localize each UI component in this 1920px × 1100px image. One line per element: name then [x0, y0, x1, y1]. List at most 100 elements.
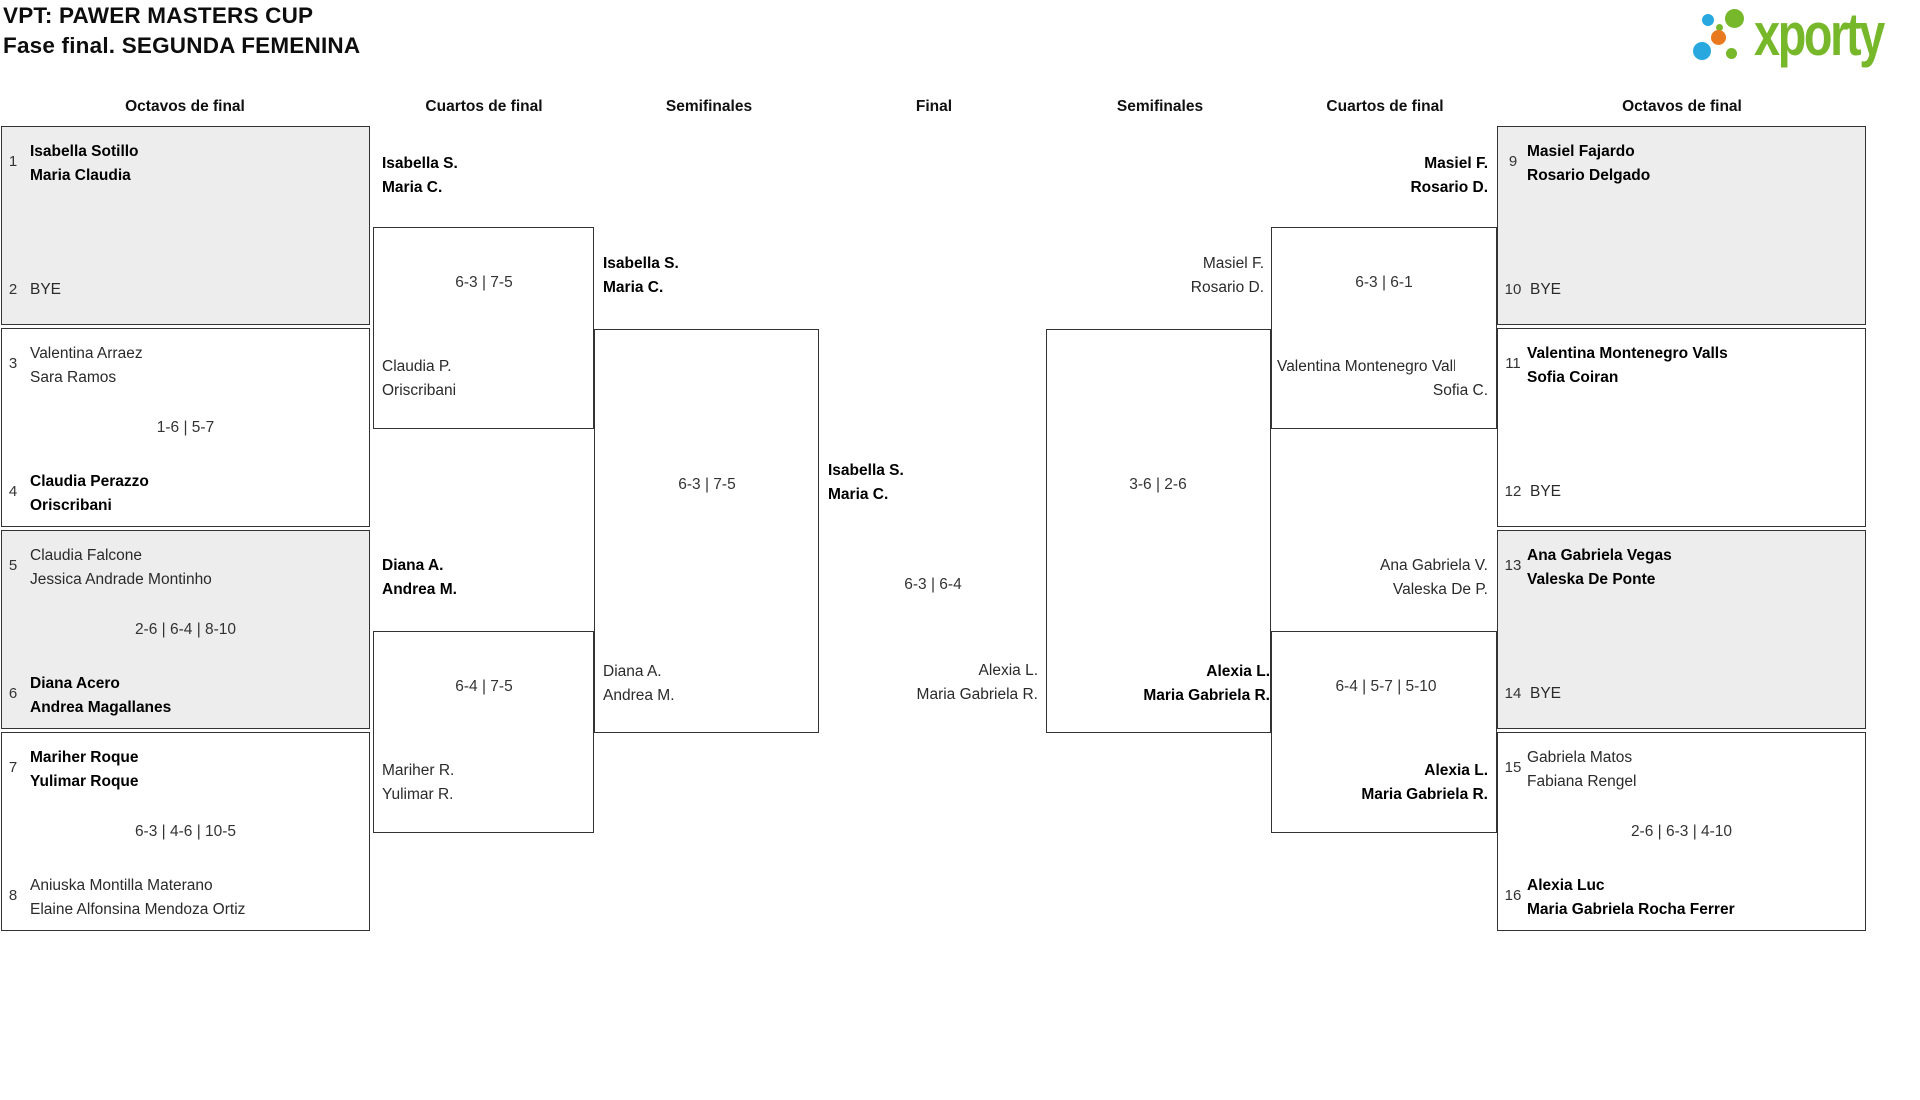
player-name: Fabiana Rengel [1527, 773, 1637, 790]
seed-label: 4 [8, 483, 18, 500]
player-name: Andrea M. [603, 687, 675, 704]
match-box [1497, 126, 1866, 325]
team-name: Diana Acero Andrea Magallanes [30, 672, 171, 720]
round-header: Semifinales [1116, 98, 1204, 115]
match-box [373, 227, 594, 429]
seed-label: 16 [1504, 887, 1522, 904]
player-name: Isabella S. [382, 155, 458, 172]
bye-label: BYE [1530, 483, 1562, 500]
team-name: Alexia Luc Maria Gabriela Rocha Ferrer [1527, 874, 1735, 922]
team-name: Claudia Falcone Jessica Andrade Montinho [30, 544, 212, 592]
match-score: 1-6 | 5-7 [156, 419, 215, 436]
team-name: Alexia L. Maria Gabriela R. [1288, 759, 1488, 807]
team-name: Claudia Perazzo Oriscribani [30, 470, 149, 518]
match-score: 2-6 | 6-3 | 4-10 [1630, 823, 1733, 840]
player-name: Alexia Luc [1527, 877, 1605, 894]
player-name: Ana Gabriela V. [1379, 557, 1488, 574]
seed-label: 3 [8, 355, 18, 372]
player-name: Maria C. [382, 179, 443, 196]
player-name: Alexia L. [1206, 663, 1270, 680]
seed-label: 8 [8, 887, 18, 904]
player-name: Sara Ramos [30, 369, 117, 386]
player-name: Maria Gabriela R. [916, 686, 1038, 703]
seed-label: 6 [8, 685, 18, 702]
player-name: Maria C. [828, 486, 889, 503]
match-box [1271, 631, 1497, 833]
match-box [594, 329, 819, 733]
bye-label: BYE [1530, 281, 1562, 298]
team-name: Masiel Fajardo Rosario Delgado [1527, 140, 1650, 188]
match-box [1497, 530, 1866, 729]
team-name: Diana A. Andrea M. [603, 660, 675, 708]
player-name: Jessica Andrade Montinho [30, 571, 212, 588]
player-name: Maria Claudia [30, 167, 131, 184]
logo-dot-blue-small [1702, 14, 1714, 26]
player-name: Isabella Sotillo [30, 143, 139, 160]
player-name: Aniuska Montilla Materano [30, 877, 213, 894]
match-score: 3-6 | 2-6 [1129, 476, 1187, 493]
player-name: Maria Gabriela R. [1143, 687, 1270, 704]
tournament-name: VPT: PAWER MASTERS CUP [3, 3, 314, 28]
player-name: Valentina Arraez [30, 345, 143, 362]
team-name: Masiel F. Rosario D. [1064, 252, 1264, 300]
player-name: Valentina Montenegro Valls [1527, 345, 1728, 362]
match-score: 6-4 | 7-5 [455, 678, 513, 695]
player-name: Oriscribani [30, 497, 112, 514]
player-name: Valentina Montenegro Valls [1277, 358, 1455, 375]
player-name: Rosario Delgado [1527, 167, 1651, 184]
logo-dot-green-small [1726, 48, 1737, 59]
player-name: Claudia Falcone [30, 547, 143, 564]
team-name: Mariher Roque Yulimar Roque [30, 746, 139, 794]
player-name: Masiel F. [1202, 255, 1264, 272]
player-name: Rosario D. [1410, 179, 1488, 196]
player-name: Mariher Roque [30, 749, 139, 766]
player-name: Sofia C. [1432, 382, 1488, 399]
xporty-logo: xporty [1754, 1, 1885, 68]
seed-label: 9 [1508, 153, 1518, 170]
round-header: Semifinales [665, 98, 753, 115]
team-name: Sofia C. [1288, 379, 1488, 403]
team-name: Claudia P. Oriscribani [382, 355, 456, 403]
player-name: Diana A. [603, 663, 662, 680]
team-name: Alexia L. Maria Gabriela R. [838, 659, 1038, 707]
team-name: Diana A. Andrea M. [382, 554, 457, 602]
player-name: Oriscribani [382, 382, 457, 399]
team-name: Valentina Arraez Sara Ramos [30, 342, 143, 390]
match-score: 6-3 | 7-5 [678, 476, 736, 493]
player-name: Maria Gabriela R. [1361, 786, 1488, 803]
player-name: Diana A. [382, 557, 444, 574]
match-score: 6-3 | 4-6 | 10-5 [134, 823, 237, 840]
player-name: Isabella S. [828, 462, 904, 479]
match-score: 2-6 | 6-4 | 8-10 [134, 621, 237, 638]
team-name: Aniuska Montilla Materano Elaine Alfonsi… [30, 874, 245, 922]
match-score: 6-3 | 6-1 [1355, 274, 1413, 291]
team-name: Isabella Sotillo Maria Claudia [30, 140, 139, 188]
team-name: Valentina Montenegro Valls [1277, 355, 1455, 379]
player-name: Alexia L. [978, 662, 1038, 679]
player-name: Maria C. [603, 279, 664, 296]
round-header: Octavos de final [125, 98, 245, 115]
team-name: Mariher R. Yulimar R. [382, 759, 454, 807]
player-name: Isabella S. [603, 255, 679, 272]
team-name: Isabella S. Maria C. [603, 252, 679, 300]
player-name: Andrea M. [382, 581, 457, 598]
team-name: Alexia L. Maria Gabriela R. [1070, 660, 1270, 708]
match-score: 6-4 | 5-7 | 5-10 [1335, 678, 1437, 695]
round-header: Cuartos de final [425, 98, 543, 115]
round-header: Final [915, 98, 953, 115]
match-box [1, 530, 370, 729]
team-name: Isabella S. Maria C. [382, 152, 458, 200]
player-name: Elaine Alfonsina Mendoza Ortiz [30, 901, 246, 918]
team-name: Ana Gabriela Vegas Valeska De Ponte [1527, 544, 1672, 592]
seed-label: 1 [8, 153, 18, 170]
player-name: Masiel Fajardo [1527, 143, 1635, 160]
seed-label: 10 [1504, 281, 1522, 298]
seed-label: 5 [8, 557, 18, 574]
page-title: VPT: PAWER MASTERS CUP Fase final. SEGUN… [3, 1, 360, 61]
team-name: Gabriela Matos Fabiana Rengel [1527, 746, 1636, 794]
player-name: Diana Acero [30, 675, 120, 692]
seed-label: 7 [8, 759, 18, 776]
player-name: Sofia Coiran [1527, 369, 1619, 386]
player-name: Maria Gabriela Rocha Ferrer [1527, 901, 1735, 918]
match-score: 6-3 | 6-4 [904, 576, 962, 593]
